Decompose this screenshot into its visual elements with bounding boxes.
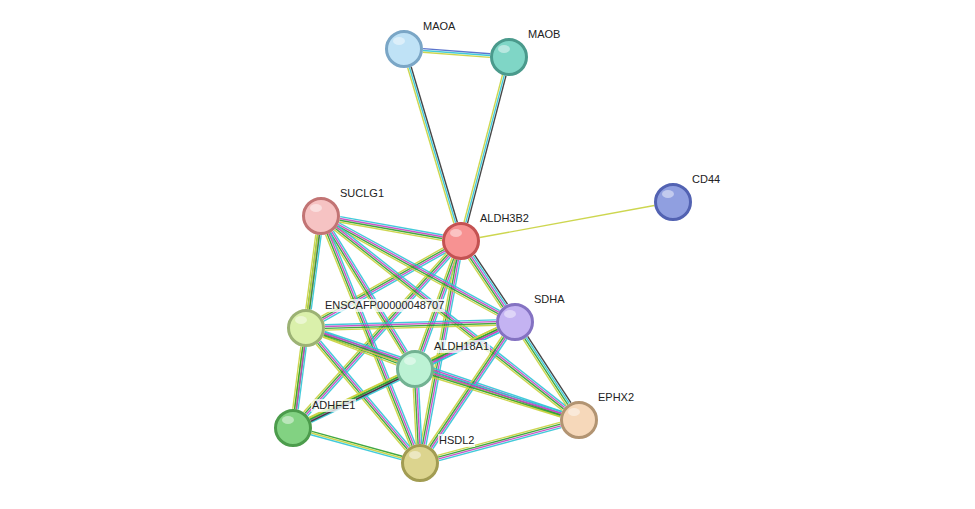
evidence-line [324, 333, 561, 413]
evidence-line [311, 435, 401, 460]
protein-node: MAOA [385, 30, 423, 68]
node-highlight [450, 229, 462, 237]
evidence-line [413, 388, 416, 444]
interaction-edge [309, 376, 398, 422]
protein-node: ENSCAFP00000048707 [287, 309, 325, 347]
evidence-line [323, 337, 396, 365]
interaction-edge [408, 67, 458, 224]
evidence-line [528, 336, 571, 402]
interaction-edge [464, 75, 506, 223]
evidence-line [296, 347, 304, 409]
evidence-line [466, 75, 504, 222]
evidence-line [472, 257, 505, 306]
protein-label: SDHA [533, 293, 566, 306]
interaction-edge [480, 205, 655, 237]
node-highlight [393, 37, 405, 45]
protein-node: SDHA [496, 303, 534, 341]
protein-label: MAOA [422, 20, 456, 33]
protein-label: ADHFE1 [311, 399, 356, 412]
interaction-edge [423, 49, 490, 58]
evidence-line [409, 67, 455, 223]
evidence-line [433, 374, 561, 414]
protein-node: CD44 [654, 183, 692, 221]
evidence-line [434, 372, 562, 412]
evidence-line [411, 67, 457, 223]
node-highlight [282, 416, 294, 424]
interaction-edge [311, 431, 402, 459]
protein-label: HSDL2 [438, 434, 475, 447]
evidence-line [311, 433, 401, 458]
evidence-line [523, 339, 566, 405]
interaction-edge [438, 422, 562, 460]
interaction-edge [306, 234, 321, 309]
evidence-line [310, 377, 398, 419]
evidence-line [311, 333, 499, 423]
evidence-line [432, 377, 560, 417]
evidence-line [480, 205, 655, 237]
protein-label: ALDH18A1 [433, 340, 490, 353]
interaction-edge [432, 372, 561, 417]
evidence-line [526, 337, 569, 403]
evidence-line [439, 426, 561, 459]
interaction-edge [293, 346, 306, 409]
evidence-line [325, 325, 496, 330]
evidence-line [311, 379, 399, 421]
node-highlight [662, 190, 674, 198]
evidence-line [295, 347, 303, 409]
evidence-line [438, 422, 560, 455]
evidence-line [293, 346, 301, 408]
evidence-line [312, 431, 402, 456]
evidence-line [423, 52, 490, 57]
evidence-line [475, 255, 508, 304]
node-highlight [295, 316, 307, 324]
protein-label: ENSCAFP00000048707 [324, 299, 445, 312]
protein-node: ALDH3B2 [442, 222, 480, 260]
node-highlight [404, 357, 416, 365]
node-highlight [568, 408, 580, 416]
protein-node: SUCLG1 [302, 197, 340, 235]
evidence-line [309, 328, 497, 418]
interaction-edge [325, 320, 496, 330]
protein-label: SUCLG1 [339, 187, 385, 200]
protein-node: MAOB [490, 38, 528, 76]
protein-node: ALDH18A1 [396, 350, 434, 388]
evidence-line [324, 335, 561, 415]
protein-node: EPHX2 [560, 401, 598, 439]
interaction-edge [523, 336, 571, 405]
evidence-line [323, 337, 560, 417]
protein-node: HSDL2 [401, 444, 439, 482]
evidence-line [525, 338, 568, 404]
protein-label: MAOB [527, 28, 561, 41]
evidence-line [438, 424, 560, 457]
node-highlight [409, 451, 421, 459]
evidence-line [408, 68, 454, 224]
protein-label: EPHX2 [597, 391, 635, 404]
evidence-line [309, 376, 397, 418]
evidence-line [468, 76, 506, 223]
evidence-line [310, 329, 498, 419]
interaction-edge [309, 328, 499, 422]
evidence-line [433, 376, 561, 416]
evidence-line [323, 251, 445, 319]
evidence-line [311, 331, 499, 421]
interaction-edge [413, 388, 421, 444]
evidence-line [473, 256, 506, 305]
node-highlight [498, 45, 510, 53]
node-highlight [504, 310, 516, 318]
evidence-line [334, 230, 562, 410]
protein-label: ALDH3B2 [479, 212, 530, 225]
evidence-line [464, 75, 502, 222]
protein-label: CD44 [691, 173, 721, 186]
protein-node: ADHFE1 [274, 409, 312, 447]
node-highlight [310, 204, 322, 212]
